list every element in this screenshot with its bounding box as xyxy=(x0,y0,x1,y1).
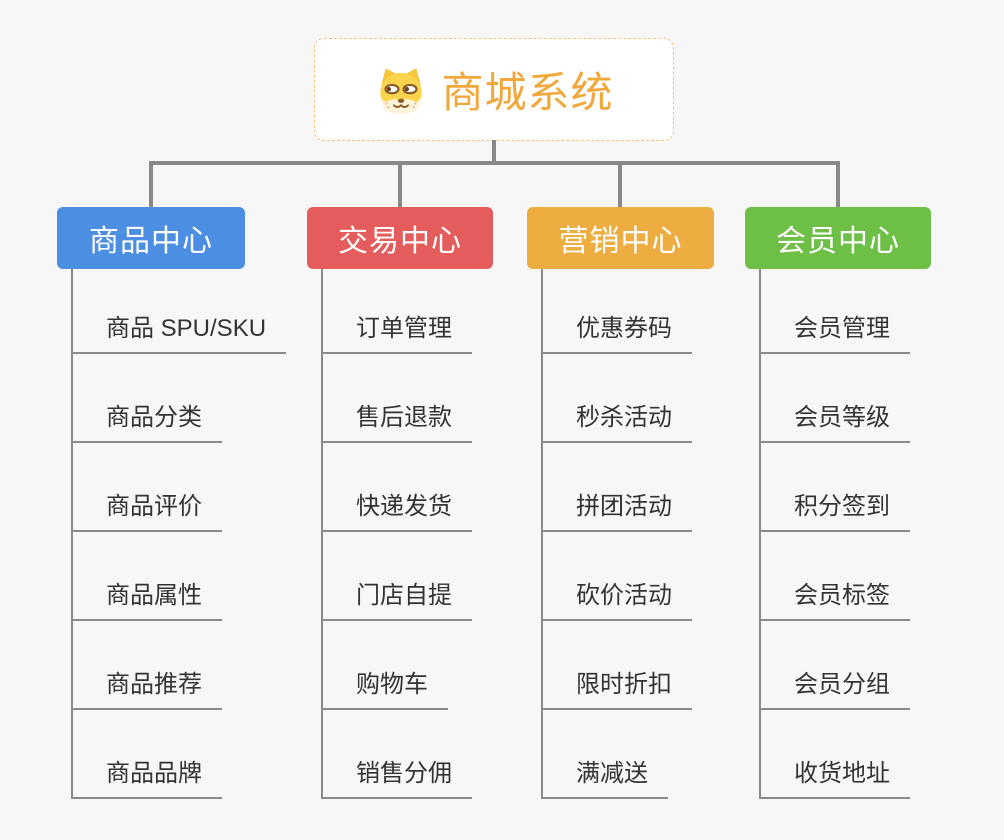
leaf-row: 商品品牌 xyxy=(73,710,333,799)
connector-stub-trade xyxy=(398,161,402,208)
leaf-node[interactable]: 商品属性 xyxy=(73,582,222,621)
branch-node-trade-center[interactable]: 交易中心 xyxy=(307,207,493,269)
leaf-node[interactable]: 会员管理 xyxy=(761,315,910,354)
branch-node-marketing-center[interactable]: 营销中心 xyxy=(527,207,714,269)
leaf-row: 积分签到 xyxy=(761,443,1004,532)
leaf-node[interactable]: 优惠券码 xyxy=(543,315,692,354)
leaf-row: 会员分组 xyxy=(761,621,1004,710)
branch-children-trade: 订单管理 售后退款 快递发货 门店自提 购物车 销售分佣 xyxy=(321,269,583,799)
leaf-row: 拼团活动 xyxy=(543,443,803,532)
leaf-node[interactable]: 商品品牌 xyxy=(73,760,222,799)
leaf-row: 购物车 xyxy=(323,621,583,710)
leaf-row: 商品推荐 xyxy=(73,621,333,710)
leaf-node[interactable]: 积分签到 xyxy=(761,493,910,532)
leaf-node[interactable]: 门店自提 xyxy=(323,582,472,621)
leaf-row: 秒杀活动 xyxy=(543,354,803,443)
leaf-node[interactable]: 限时折扣 xyxy=(543,671,692,710)
leaf-row: 门店自提 xyxy=(323,532,583,621)
connector-bus xyxy=(149,161,839,165)
leaf-row: 优惠券码 xyxy=(543,269,803,354)
leaf-node[interactable]: 会员标签 xyxy=(761,582,910,621)
branch-node-member-center[interactable]: 会员中心 xyxy=(745,207,931,269)
leaf-row: 会员等级 xyxy=(761,354,1004,443)
connector-root-stub xyxy=(492,140,496,164)
leaf-row: 订单管理 xyxy=(323,269,583,354)
leaf-node[interactable]: 砍价活动 xyxy=(543,582,692,621)
leaf-row: 满减送 xyxy=(543,710,803,799)
leaf-row: 商品属性 xyxy=(73,532,333,621)
leaf-node[interactable]: 秒杀活动 xyxy=(543,404,692,443)
leaf-node[interactable]: 商品推荐 xyxy=(73,671,222,710)
leaf-node[interactable]: 购物车 xyxy=(323,671,448,710)
leaf-row: 会员标签 xyxy=(761,532,1004,621)
connector-stub-member xyxy=(836,161,840,208)
leaf-node[interactable]: 商品评价 xyxy=(73,493,222,532)
leaf-node[interactable]: 订单管理 xyxy=(323,315,472,354)
leaf-node[interactable]: 收货地址 xyxy=(761,760,910,799)
leaf-node[interactable]: 快递发货 xyxy=(323,493,472,532)
leaf-row: 会员管理 xyxy=(761,269,1004,354)
branch-children-member: 会员管理 会员等级 积分签到 会员标签 会员分组 收货地址 xyxy=(759,269,1004,799)
connector-stub-marketing xyxy=(618,161,622,208)
leaf-node[interactable]: 会员等级 xyxy=(761,404,910,443)
leaf-row: 商品 SPU/SKU xyxy=(73,269,333,354)
branch-children-product: 商品 SPU/SKU 商品分类 商品评价 商品属性 商品推荐 商品品牌 xyxy=(71,269,333,799)
root-node[interactable]: 商城系统 xyxy=(314,38,674,141)
leaf-row: 砍价活动 xyxy=(543,532,803,621)
leaf-row: 商品分类 xyxy=(73,354,333,443)
leaf-row: 售后退款 xyxy=(323,354,583,443)
leaf-row: 限时折扣 xyxy=(543,621,803,710)
leaf-node[interactable]: 销售分佣 xyxy=(323,760,472,799)
leaf-node[interactable]: 商品分类 xyxy=(73,404,222,443)
leaf-node[interactable]: 会员分组 xyxy=(761,671,910,710)
leaf-row: 商品评价 xyxy=(73,443,333,532)
branch-children-marketing: 优惠券码 秒杀活动 拼团活动 砍价活动 限时折扣 满减送 xyxy=(541,269,803,799)
connector-stub-product xyxy=(149,161,153,208)
leaf-node[interactable]: 售后退款 xyxy=(323,404,472,443)
leaf-row: 快递发货 xyxy=(323,443,583,532)
branch-node-product-center[interactable]: 商品中心 xyxy=(57,207,245,269)
shiba-dog-icon xyxy=(380,67,423,114)
leaf-row: 销售分佣 xyxy=(323,710,583,799)
root-title: 商城系统 xyxy=(441,69,614,116)
leaf-row: 收货地址 xyxy=(761,710,1004,799)
leaf-node[interactable]: 满减送 xyxy=(543,760,668,799)
leaf-node[interactable]: 商品 SPU/SKU xyxy=(73,315,287,354)
leaf-node[interactable]: 拼团活动 xyxy=(543,493,692,532)
